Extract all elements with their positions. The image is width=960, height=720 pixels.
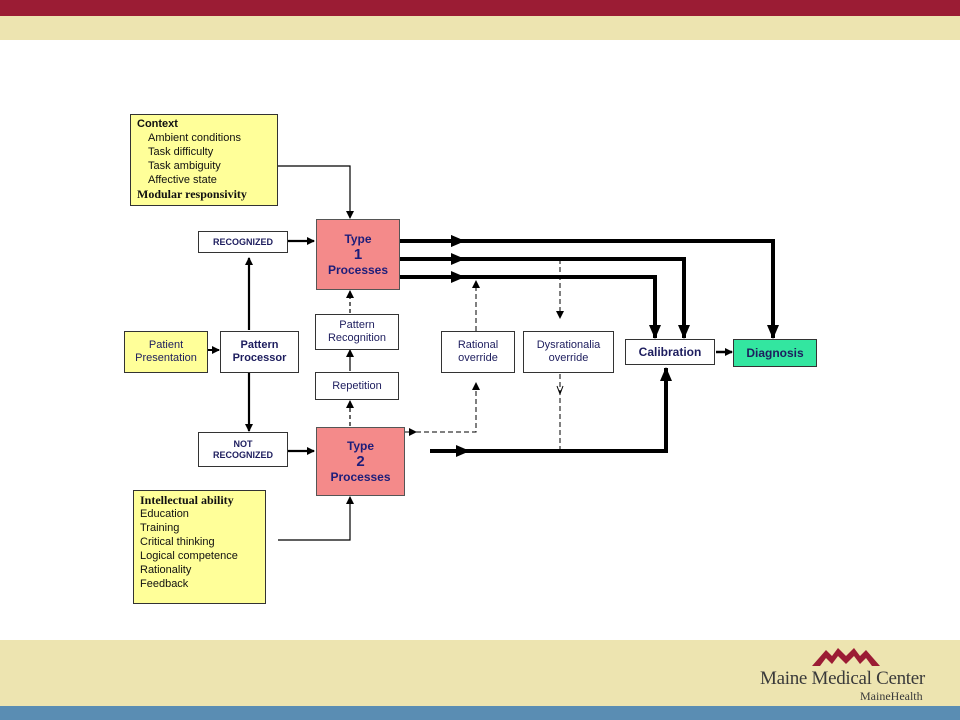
- intellectual-ability-heading: Intellectual ability: [140, 493, 234, 507]
- top-accent-bar: [0, 0, 960, 16]
- recognized-box: RECOGNIZED: [198, 231, 288, 253]
- intellect-item: Rationality: [140, 564, 192, 576]
- pattern-recognition-line1: Pattern: [339, 319, 375, 331]
- maine-medical-center-logo: Maine Medical Center MaineHealth: [760, 644, 930, 704]
- intellectual-ability-list: Intellectual ability Education Training …: [140, 494, 238, 591]
- context-to-type1-line: [278, 165, 354, 219]
- rational-override-box: Rational override: [441, 331, 515, 373]
- logo-name-text: Maine Medical Center: [760, 668, 925, 689]
- pattern-recognition-line2: Recognition: [327, 332, 387, 344]
- diagnosis-label: Diagnosis: [746, 345, 804, 360]
- intellect-item: Critical thinking: [140, 536, 215, 548]
- type2-label: Type: [346, 439, 375, 453]
- dysrationalia-override-box: Dysrationalia override: [523, 331, 614, 373]
- type1-to-calibration-a-line: [400, 257, 690, 339]
- context-list: Context Ambient conditions Task difficul…: [137, 118, 247, 201]
- diagnosis-box: Diagnosis: [733, 339, 817, 367]
- context-footer: Modular responsivity: [137, 187, 247, 201]
- mountains-logo-icon: [812, 648, 880, 666]
- pattern-processor-line1: Pattern: [240, 339, 279, 351]
- repetition-box: Repetition: [315, 372, 399, 400]
- dysrationalia-override-line2: override: [548, 352, 589, 364]
- pattern-processor-box: Pattern Processor: [220, 331, 299, 373]
- pattern-recognition-box: Pattern Recognition: [315, 314, 399, 350]
- rational-override-line1: Rational: [457, 339, 499, 351]
- type1-number: 1: [353, 246, 363, 263]
- pattern-processor-line2: Processor: [232, 352, 287, 364]
- type2-to-rational-override-line: [400, 382, 480, 433]
- patient-presentation-box: Patient Presentation: [124, 331, 208, 373]
- recognized-label: RECOGNIZED: [212, 236, 273, 247]
- type1-processes-box: Type 1 Processes: [316, 219, 400, 290]
- bottom-band: [0, 640, 960, 706]
- type2-number: 2: [356, 453, 365, 470]
- repetition-label: Repetition: [332, 379, 382, 392]
- patient-presentation-line2: Presentation: [135, 352, 197, 364]
- context-item: Affective state: [148, 174, 217, 186]
- context-item: Ambient conditions: [148, 132, 241, 144]
- context-item: Task ambiguity: [148, 160, 221, 172]
- intellectual-ability-box: Intellectual ability Education Training …: [133, 490, 266, 604]
- not-recognized-line2: RECOGNIZED: [212, 449, 273, 460]
- context-item: Task difficulty: [148, 146, 214, 158]
- patient-presentation-line1: Patient: [148, 339, 184, 351]
- intellect-item: Feedback: [140, 578, 189, 590]
- logo-sub-text: MaineHealth: [860, 689, 923, 703]
- dysrationalia-override-line1: Dysrationalia: [536, 339, 601, 351]
- type1-to-calibration-b-line: [400, 275, 661, 339]
- top-band: [0, 16, 960, 40]
- type1-label: Type: [344, 232, 372, 246]
- type1-to-diagnosis-line: [400, 239, 779, 339]
- context-box: Context Ambient conditions Task difficul…: [130, 114, 278, 206]
- type1-processes-label: Processes: [327, 263, 389, 277]
- calibration-label: Calibration: [638, 344, 702, 359]
- intellect-to-type2-line: [278, 496, 354, 541]
- intellect-item: Logical competence: [140, 550, 238, 562]
- intellect-item: Training: [140, 522, 180, 534]
- rational-override-line2: override: [458, 352, 498, 364]
- intellect-item: Education: [140, 508, 189, 520]
- context-heading: Context: [137, 118, 178, 130]
- type2-to-calibration-line: [430, 367, 672, 453]
- type2-processes-box: Type 2 Processes: [316, 427, 405, 496]
- bottom-accent-bar: [0, 706, 960, 720]
- not-recognized-box: NOT RECOGNIZED: [198, 432, 288, 467]
- calibration-box: Calibration: [625, 339, 715, 365]
- not-recognized-line1: NOT: [233, 438, 253, 449]
- type2-processes-label: Processes: [330, 470, 391, 484]
